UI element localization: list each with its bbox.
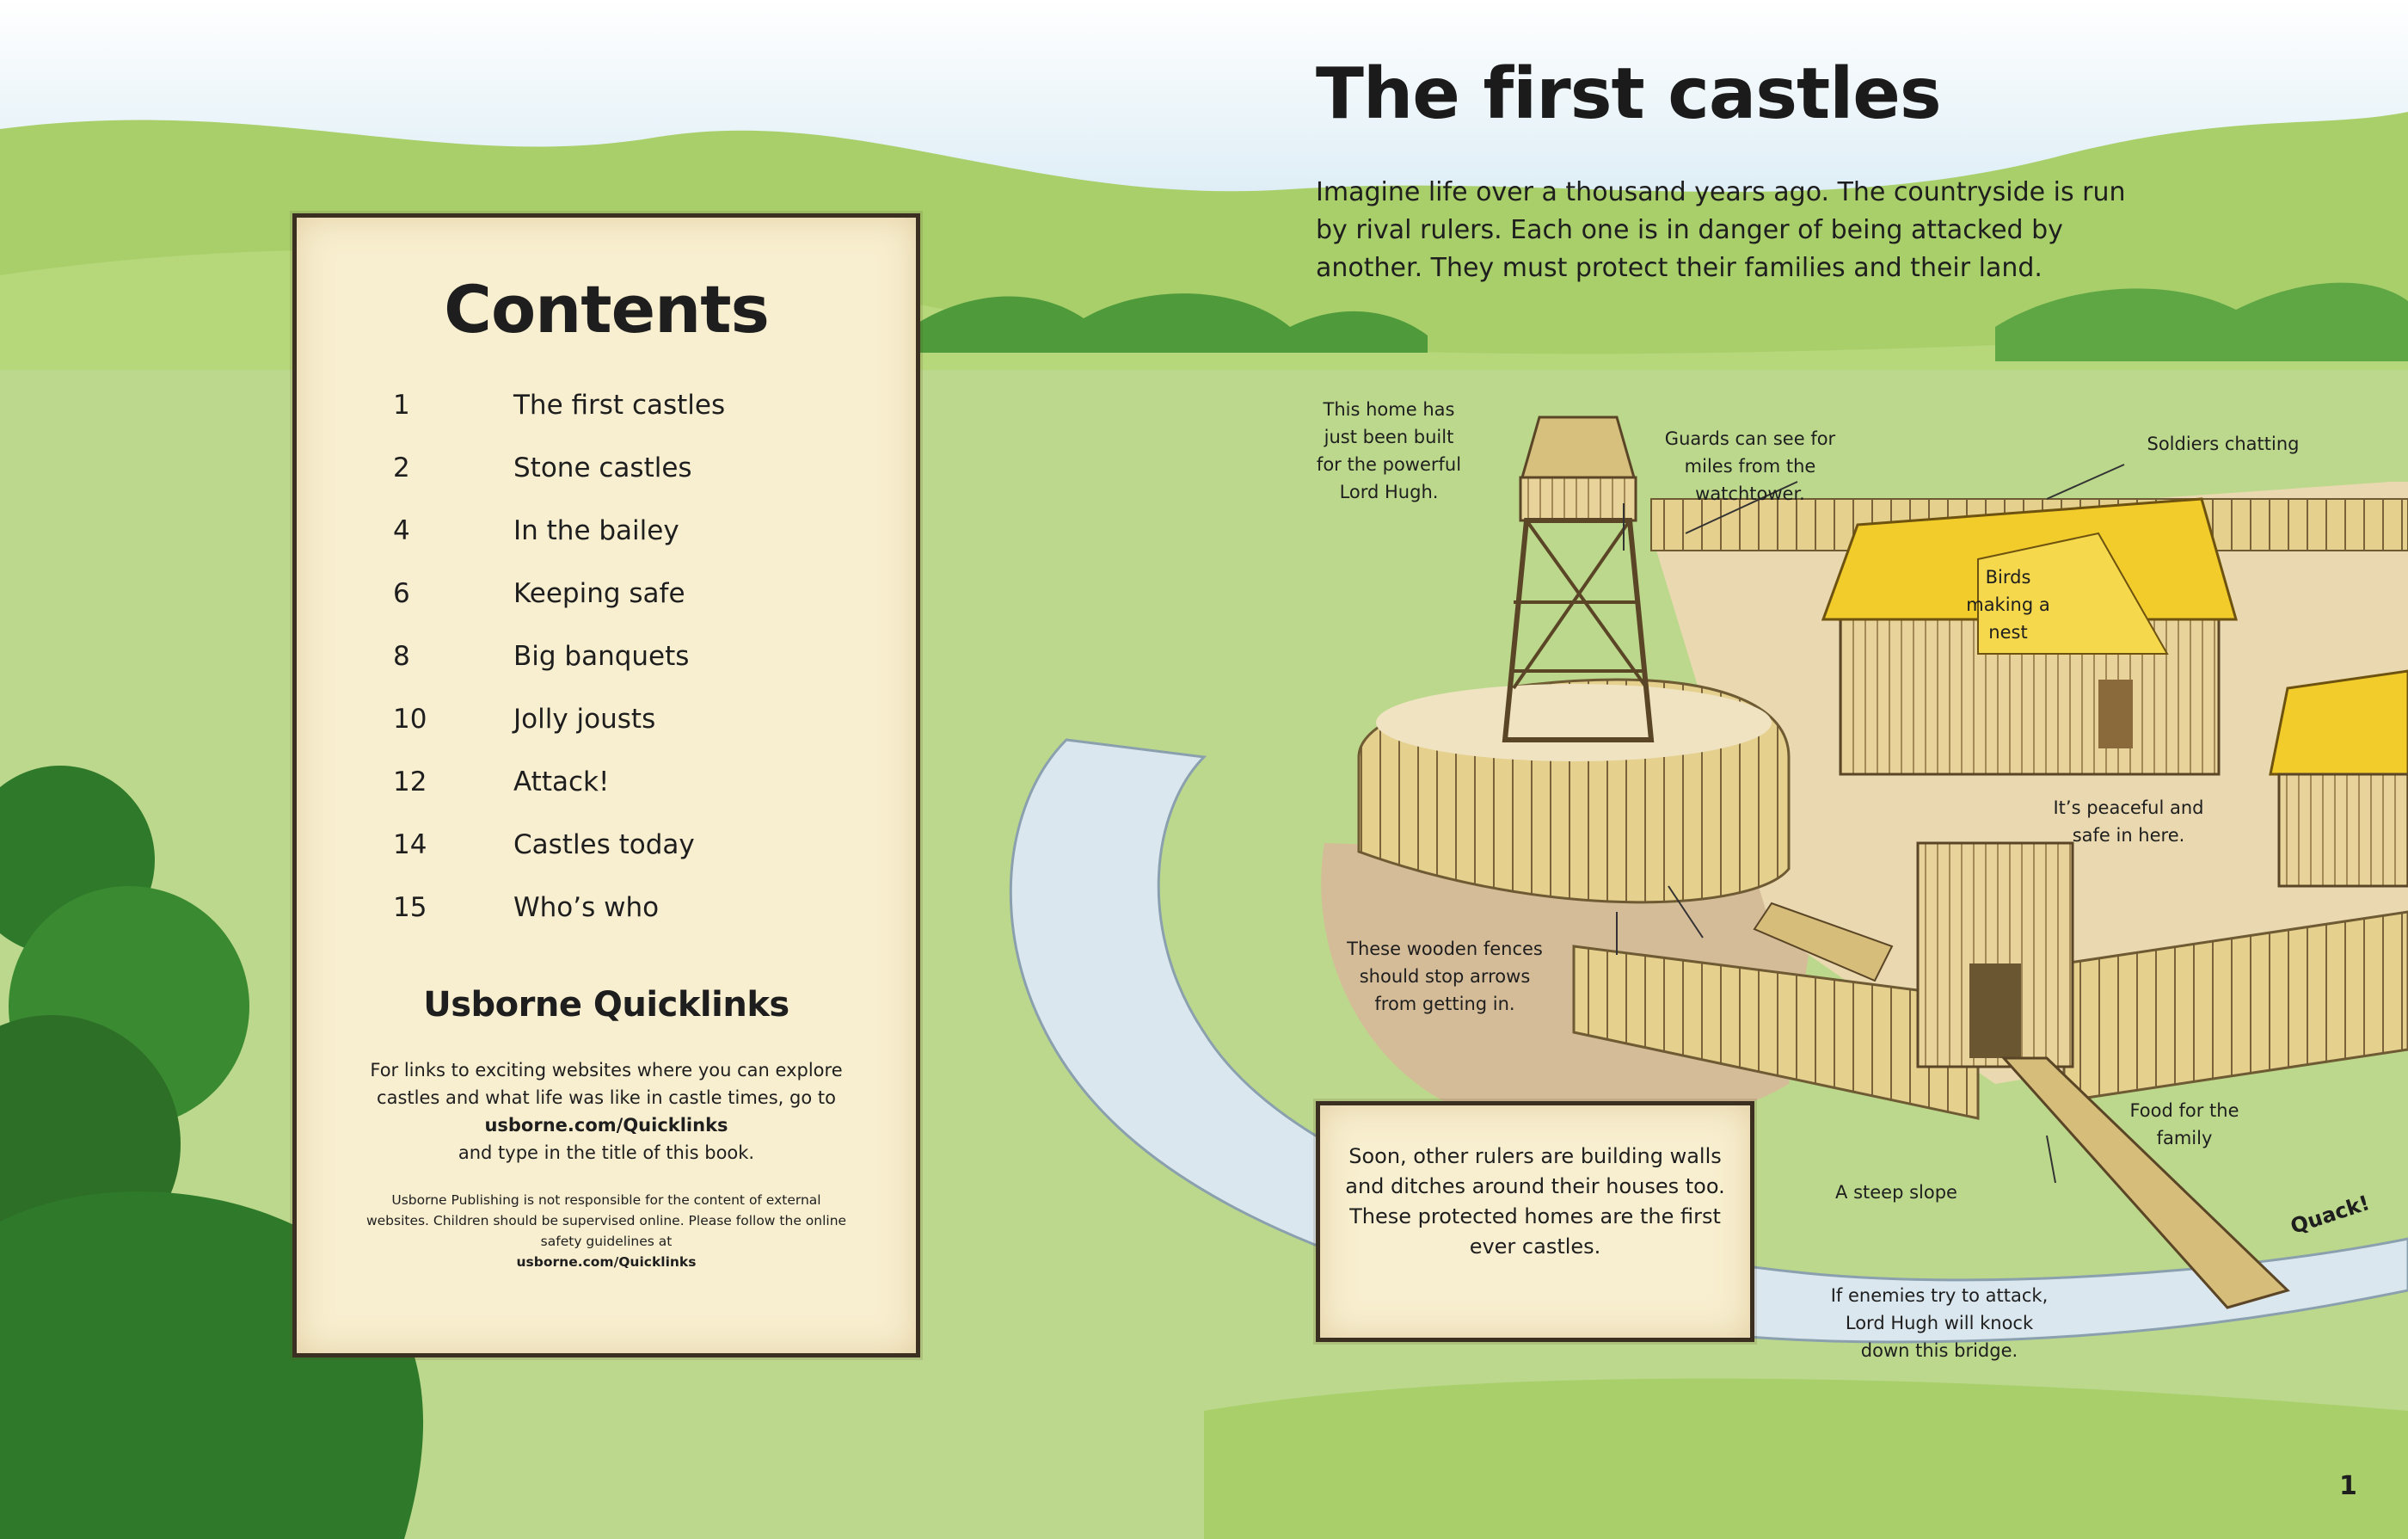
- quicklinks-text-1: For links to exciting websites where you…: [370, 1060, 843, 1108]
- callout-text: Soon, other rulers are building walls an…: [1345, 1144, 1725, 1259]
- quicklinks-note: Usborne Publishing is not responsible fo…: [366, 1190, 847, 1272]
- contents-page-number: 12: [393, 766, 427, 797]
- watchtower-legs: [1502, 518, 1655, 742]
- quicklinks-title: Usborne Quicklinks: [423, 985, 789, 1025]
- watchtower-platform: [1519, 476, 1637, 522]
- contents-page-number: 15: [393, 892, 427, 923]
- contents-chapter: Keeping safe: [513, 578, 685, 609]
- quicklinks-note-link[interactable]: usborne.com/Quicklinks: [516, 1254, 697, 1270]
- label-bridge: If enemies try to attack, Lord Hugh will…: [1830, 1285, 2049, 1361]
- contents-item[interactable]: 4 In the bailey: [393, 515, 840, 578]
- side-walls: [2277, 773, 2408, 888]
- contents-chapter: Attack!: [513, 766, 610, 797]
- contents-chapter: In the bailey: [513, 515, 679, 546]
- contents-chapter: Big banquets: [513, 641, 690, 672]
- label-guards: Guards can see for miles from the watcht…: [1664, 428, 1836, 504]
- label-peaceful: It’s peaceful and safe in here.: [2053, 797, 2204, 846]
- contents-chapter: Jolly jousts: [513, 704, 656, 735]
- contents-page-number: 10: [393, 704, 427, 735]
- hall-roof-gable: [1977, 532, 2169, 655]
- contents-page-number: 14: [393, 829, 427, 860]
- contents-chapter: Stone castles: [513, 452, 692, 483]
- label-home: This home has just been built for the po…: [1316, 399, 1462, 502]
- contents-item[interactable]: 15 Who’s who: [393, 892, 840, 955]
- moat-bridge: [2000, 1056, 2290, 1309]
- page-title: The first castles: [1316, 53, 1942, 135]
- callout-panel: Soon, other rulers are building walls an…: [1316, 1101, 1754, 1342]
- side-roof: [2269, 669, 2408, 776]
- tree-line: [912, 293, 1428, 353]
- motte-bridge: [1753, 902, 1894, 982]
- watchtower-bracing: [1509, 519, 1649, 690]
- contents-title: Contents: [444, 271, 770, 348]
- hall-door: [2098, 680, 2133, 748]
- label-slope: A steep slope: [1835, 1182, 1957, 1203]
- quicklinks-text: For links to exciting websites where you…: [348, 1056, 864, 1167]
- contents-item[interactable]: 14 Castles today: [393, 829, 840, 892]
- contents-item[interactable]: 10 Jolly jousts: [393, 704, 840, 766]
- contents-chapter: Castles today: [513, 829, 695, 860]
- contents-page-number: 4: [393, 515, 410, 546]
- label-fences: These wooden fences should stop arrows f…: [1347, 939, 1543, 1014]
- leader-lines: [1616, 464, 2125, 1184]
- label-soldiers: Soldiers chatting: [2147, 434, 2300, 454]
- contents-page-number: 2: [393, 452, 410, 483]
- contents-list: 1 The first castles 2 Stone castles 4 In th…: [393, 390, 840, 955]
- foreground-grass: [1204, 1378, 2408, 1539]
- contents-page-number: 1: [393, 390, 410, 421]
- motte-top: [1376, 684, 1772, 761]
- bailey-palisade-front: [1572, 945, 1980, 1120]
- contents-chapter: The first castles: [513, 390, 726, 421]
- contents-item[interactable]: 6 Keeping safe: [393, 578, 840, 641]
- label-food: Food for the family: [2129, 1100, 2239, 1148]
- contents-page-number: 8: [393, 641, 410, 672]
- watchtower-roof: [1520, 416, 1636, 479]
- label-birds: Birds making a nest: [1966, 567, 2050, 643]
- gate-opening: [1969, 963, 2021, 1058]
- contents-chapter: Who’s who: [513, 892, 660, 923]
- intro-paragraph: Imagine life over a thousand years ago. …: [1316, 177, 2126, 283]
- contents-item[interactable]: 2 Stone castles: [393, 452, 840, 515]
- contents-item[interactable]: 8 Big banquets: [393, 641, 840, 704]
- contents-panel: Contents 1 The first castles 2 Stone castl…: [292, 213, 920, 1357]
- page-number: 1: [2339, 1471, 2357, 1501]
- contents-item[interactable]: 1 The first castles: [393, 390, 840, 452]
- contents-item[interactable]: 12 Attack!: [393, 766, 840, 829]
- tree-line-right: [1995, 282, 2408, 361]
- contents-page-number: 6: [393, 578, 410, 609]
- quicklinks-note-text: Usborne Publishing is not responsible fo…: [366, 1192, 847, 1249]
- quicklinks-link[interactable]: usborne.com/Quicklinks: [484, 1115, 728, 1136]
- quicklinks-text-2: and type in the title of this book.: [458, 1142, 755, 1163]
